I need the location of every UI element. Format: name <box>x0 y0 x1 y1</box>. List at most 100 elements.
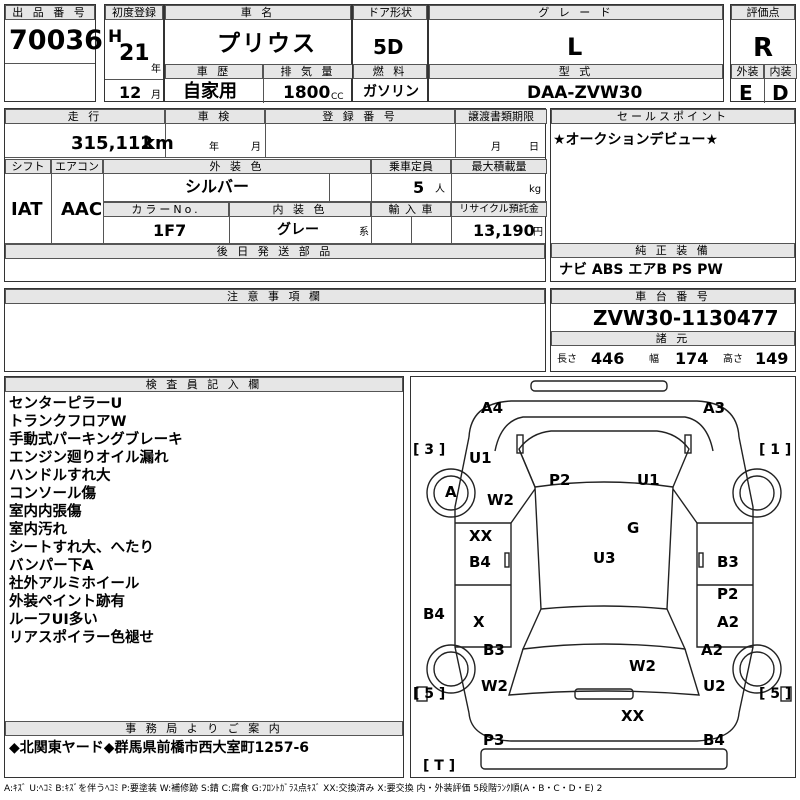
chassis-label: 車 台 番 号 <box>551 289 795 304</box>
office-text: ◆北関東ヤード◆群馬県前橋市西大室町1257-6 <box>9 740 310 756</box>
displacement: 1800 <box>283 83 331 103</box>
dims-label: 諸 元 <box>551 331 795 346</box>
dmg-B4-rear: B4 <box>703 731 725 749</box>
inspector-box: 検 査 員 記 入 欄 センターピラーU トランクフロアW 手動式パーキングブレ… <box>4 376 404 778</box>
score-label: 評価点 <box>731 5 795 20</box>
note-line: エンジン廻りオイル漏れ <box>9 450 169 466</box>
name-label: 車 名 <box>165 5 351 20</box>
note-line: 室内汚れ <box>9 522 67 538</box>
fuel-label: 燃 料 <box>353 64 427 79</box>
load-label: 最大積載量 <box>451 159 547 174</box>
dmg-B3-left: B3 <box>483 641 505 659</box>
int-label: 内装 <box>764 64 797 79</box>
shift: IAT <box>11 199 43 220</box>
dmg-U1-top: U1 <box>637 471 660 489</box>
inspection-label: 車 検 <box>165 109 265 124</box>
dmg-XX-left: XX <box>469 527 493 545</box>
kei-unit: 系 <box>359 227 369 238</box>
history-label: 車 歴 <box>165 64 263 79</box>
car-diagram: A4 A3 U1 P2 U1 A W2 G XX B4 U3 B3 P2 B4 … <box>410 376 796 778</box>
displacement-label: 排 気 量 <box>263 64 353 79</box>
score-box: 評価点 R 外装 内装 E D <box>730 4 797 105</box>
note-line: バンパー下A <box>9 558 94 574</box>
dmg-P2-right: P2 <box>717 585 739 603</box>
era: H <box>108 27 123 47</box>
transfer-day: 日 <box>529 142 539 153</box>
dmg-A3: A3 <box>703 399 726 417</box>
month-num: 12 <box>119 83 142 102</box>
cc: CC <box>331 92 344 102</box>
lot-box: 出 品 番 号 70036 <box>4 4 103 102</box>
car-name: プリウス <box>217 31 317 57</box>
interior-label: 内 装 色 <box>229 202 371 217</box>
note-line: ルーフUI多い <box>9 612 98 628</box>
dmg-A2-right: A2 <box>717 613 740 631</box>
length: 446 <box>591 349 625 368</box>
regno-label: 登 録 番 号 <box>265 109 455 124</box>
dmg-U3: U3 <box>593 549 616 567</box>
chassis-number: ZVW30-1130477 <box>593 306 779 330</box>
year-num: 21 <box>119 41 150 66</box>
interior: グレー <box>277 222 319 238</box>
equipment-text: ナビ ABS エアB PS PW <box>559 262 723 278</box>
history: 自家用 <box>183 81 237 102</box>
dmg-P2-top: P2 <box>549 471 571 489</box>
ext-label: 外装 <box>731 64 764 79</box>
note-line: センターピラーU <box>9 396 123 412</box>
dmg-W2-left: W2 <box>481 677 508 695</box>
width: 174 <box>675 349 709 368</box>
dmg-B4-side: B4 <box>423 605 445 623</box>
dmg-W2-top: W2 <box>487 491 514 509</box>
sales-text: ★オークションデビュー★ <box>553 132 719 148</box>
height-label: 高さ <box>723 354 743 365</box>
dmg-A-wheel: A <box>445 483 457 501</box>
score: R <box>753 33 774 63</box>
import-label: 輸 入 車 <box>371 202 451 217</box>
grade-label: グ レ ー ド <box>429 5 723 20</box>
km: km <box>143 133 174 154</box>
lot-number: 70036 <box>9 25 103 56</box>
note-line: ハンドルすれ大 <box>9 468 111 484</box>
recycle-label: リサイクル預託金 <box>451 202 547 217</box>
transfer-month: 月 <box>491 142 501 153</box>
dmg-P3: P3 <box>483 731 505 749</box>
door-label: ドア形状 <box>353 5 427 20</box>
capacity: 5 <box>413 178 425 197</box>
inspector-notes: センターピラーU トランクフロアW 手動式パーキングブレーキ エンジン廻りオイル… <box>9 395 183 647</box>
caution-label: 注 意 事 項 欄 <box>5 289 545 304</box>
dmg-A4: A4 <box>481 399 504 417</box>
insp-year: 年 <box>209 142 219 153</box>
note-line: コンソール傷 <box>9 486 96 502</box>
dmg-U2: U2 <box>703 677 726 695</box>
note-line: 社外アルミホイール <box>9 576 140 592</box>
dmg-XX-rear: XX <box>621 707 645 725</box>
grade: L <box>567 33 583 61</box>
dmg-B3-right: B3 <box>717 553 739 571</box>
doors: 5D <box>373 35 404 59</box>
chassis-box: 車 台 番 号 ZVW30-1130477 諸 元 長さ 446 幅 174 高… <box>550 288 796 372</box>
yen-unit: 円 <box>533 227 543 238</box>
bracket-5-right: [ 5 ] <box>759 686 792 702</box>
capacity-label: 乗車定員 <box>371 159 451 174</box>
door-box: ドア形状 5D 燃 料 ガソリン <box>352 4 428 102</box>
colorno: 1F7 <box>153 221 187 240</box>
ext-score: E <box>739 81 753 105</box>
equipment-label: 純 正 装 備 <box>551 243 795 258</box>
month-unit: 月 <box>151 90 161 101</box>
inspector-label: 検 査 員 記 入 欄 <box>5 377 403 392</box>
note-line: 室内内張傷 <box>9 504 82 520</box>
dmg-A2-rear: A2 <box>701 641 724 659</box>
model-label: 型 式 <box>429 64 723 79</box>
dmg-U1-left: U1 <box>469 449 492 467</box>
dmg-X: X <box>473 613 485 631</box>
mileage-label: 走 行 <box>5 109 165 124</box>
grade-box: グ レ ー ド L 型 式 DAA-ZVW30 <box>428 4 724 102</box>
color-label: 外 装 色 <box>103 159 371 174</box>
later-parts-label: 後 日 発 送 部 品 <box>5 244 545 259</box>
recycle: 13,190 <box>473 221 535 240</box>
year-unit: 年 <box>151 64 161 75</box>
ac: AAC <box>61 199 103 220</box>
bracket-T: [ T ] <box>423 758 456 774</box>
fuel: ガソリン <box>363 84 419 100</box>
car-outline <box>416 380 792 770</box>
